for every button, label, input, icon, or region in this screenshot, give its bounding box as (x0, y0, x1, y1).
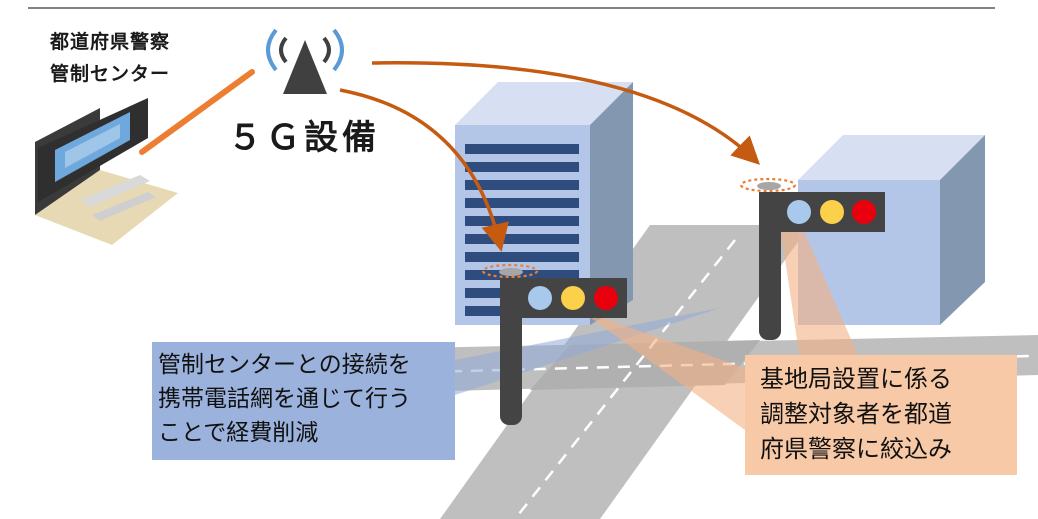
callout-left-line-2: 携帯電話網を通じて行う (158, 386, 411, 412)
callout-beam-right-1 (580, 310, 745, 430)
arrow-to-traffic-light-2 (371, 61, 761, 165)
lamp-blue (528, 286, 552, 310)
building-side (590, 82, 633, 325)
traffic-light-1 (481, 263, 627, 425)
antenna-label: ５Ｇ設備 (228, 118, 380, 158)
callout-left-box (152, 342, 455, 460)
building-side (940, 135, 985, 325)
display-screen-panel (65, 124, 120, 168)
callout-right-line-2: 調整対象者を都道 (760, 400, 952, 428)
callout-beam-right-2 (780, 210, 860, 360)
callout-left-line-1: 管制センターとの接続を (158, 352, 411, 378)
arrow-to-traffic-light-1 (339, 88, 509, 252)
callout-right: 基地局設置に係る 調整対象者を都道 府県警察に絞込み (760, 362, 952, 467)
callout-right-box (745, 355, 1017, 475)
lamp-blue (787, 200, 811, 224)
antenna-mast (283, 40, 327, 94)
lamp-yellow (561, 286, 585, 310)
road-centerline-diagonal (514, 239, 736, 519)
lamp-yellow (820, 200, 844, 224)
console-desk (80, 175, 150, 207)
control-center-label-line-2: 管制センター (49, 63, 170, 85)
building-top (798, 135, 985, 180)
office-building (455, 82, 633, 325)
lamp-red (594, 286, 618, 310)
console-desk-2 (92, 192, 156, 221)
traffic-light-2 (739, 177, 885, 340)
control-center-room (35, 98, 178, 245)
callout-right-line-3: 府県警察に絞込み (760, 435, 952, 463)
callout-left-line-3: ことで経費削減 (158, 420, 319, 446)
callout-left: 管制センターとの接続を 携帯電話網を通じて行う ことで経費削減 (158, 348, 411, 450)
building-top (455, 82, 633, 125)
lamp-red (852, 200, 876, 224)
room-floor (35, 170, 178, 245)
pole-cap (757, 182, 781, 190)
control-center-label-line-1: 都道府県警察 (49, 31, 170, 53)
control-center-link (139, 69, 255, 155)
signal-range-ring (739, 177, 797, 193)
control-center-label: 都道府県警察 管制センター (20, 26, 200, 90)
signal-range-ring (481, 263, 539, 279)
callout-right-line-1: 基地局設置に係る (760, 365, 952, 393)
pole-cap (499, 268, 523, 276)
antenna-signal-icon (266, 28, 344, 94)
